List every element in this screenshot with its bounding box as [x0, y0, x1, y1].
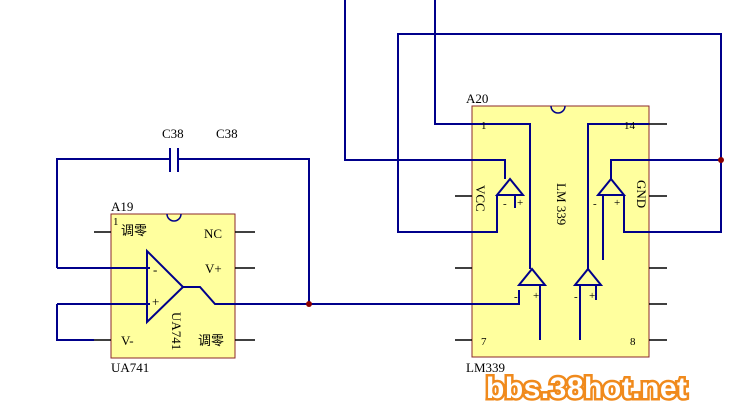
- comp3-minus-sign: -: [574, 291, 578, 303]
- comp3-plus-sign: +: [589, 290, 595, 302]
- opamp-part: UA741: [111, 360, 149, 375]
- comp1-minus-sign: -: [503, 198, 507, 210]
- opamp-nc-label: NC: [204, 226, 222, 241]
- comparator-pin8: 8: [630, 336, 636, 348]
- opamp-ref: A19: [111, 199, 133, 214]
- comparator-body-label: LM 339: [554, 183, 569, 225]
- comparator-part: LM339: [466, 360, 505, 375]
- junction-dot: [306, 301, 312, 307]
- comparator-pin14: 14: [624, 120, 636, 132]
- comparator-vcc-label: VCC: [473, 185, 488, 212]
- comparator-pin1: 1: [481, 120, 487, 132]
- comp2-plus-sign: +: [533, 290, 539, 302]
- comparator-ref: A20: [466, 91, 488, 106]
- opamp-body-label: UA741: [169, 312, 184, 350]
- lm339-notch: [550, 105, 566, 114]
- opamp-vplus-label: V+: [205, 261, 222, 276]
- opamp-noninverting-sign: +: [152, 294, 159, 309]
- opamp-vminus-label: V-: [121, 333, 134, 348]
- opamp-pin5-label: 调零: [198, 333, 224, 348]
- wires: [56, 0, 722, 341]
- watermark: bbs.38hot.net: [486, 372, 688, 405]
- junction-dot: [718, 157, 724, 163]
- opamp-pin1-label: 调零: [121, 223, 147, 238]
- lm339-body: [471, 105, 650, 358]
- opamp-inverting-sign: -: [153, 262, 157, 277]
- comparator-gnd-label: GND: [634, 180, 649, 208]
- ua741-notch: [166, 213, 182, 222]
- capacitor-ref: C38: [162, 126, 184, 141]
- capacitor-value: C38: [216, 126, 238, 141]
- comparator-pin7: 7: [481, 336, 487, 348]
- comp4-plus-sign: +: [614, 197, 620, 209]
- comp2-minus-sign: -: [514, 291, 518, 303]
- ua741-body: [110, 213, 236, 359]
- comp1-plus-sign: +: [517, 197, 523, 209]
- comp4-minus-sign: -: [593, 198, 597, 210]
- opamp-pin1-number: 1: [113, 216, 119, 228]
